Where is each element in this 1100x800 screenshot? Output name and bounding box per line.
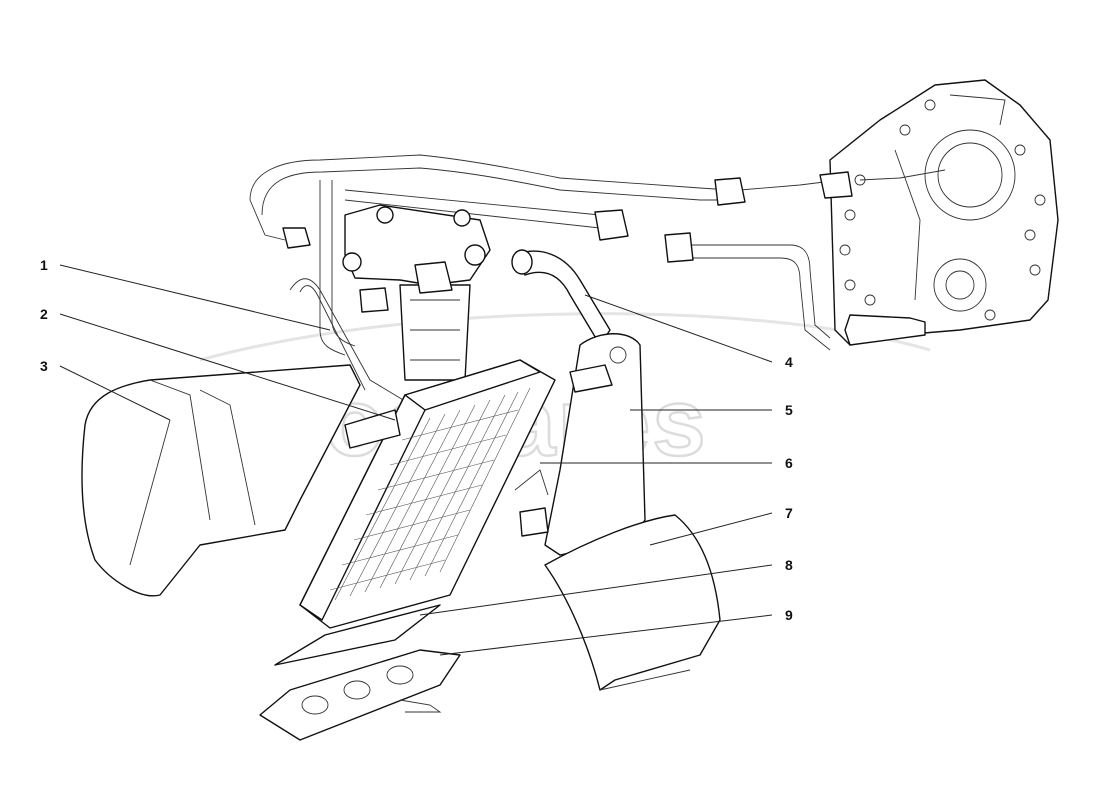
callouts: 1 2 3 4 5 6 7 8 9 — [40, 257, 793, 623]
heat-shield — [544, 514, 721, 691]
callout-4: 4 — [785, 354, 793, 370]
callout-8: 8 — [785, 557, 793, 573]
oil-hose — [289, 249, 611, 411]
leader-lines — [59, 264, 773, 656]
engine-front-cover — [829, 79, 1059, 346]
callout-9: 9 — [785, 607, 793, 623]
rubber-pad — [274, 604, 441, 666]
callout-3: 3 — [40, 358, 48, 374]
oil-filter-assembly — [342, 204, 491, 381]
callout-7: 7 — [785, 505, 793, 521]
mounting-bracket — [514, 333, 646, 556]
lower-support-tray — [259, 649, 461, 741]
oil-cooler-radiator — [299, 359, 556, 629]
air-duct-shroud — [81, 364, 361, 597]
callout-5: 5 — [785, 402, 793, 418]
callout-1: 1 — [40, 257, 48, 273]
callout-2: 2 — [40, 306, 48, 322]
callout-6: 6 — [785, 455, 793, 471]
